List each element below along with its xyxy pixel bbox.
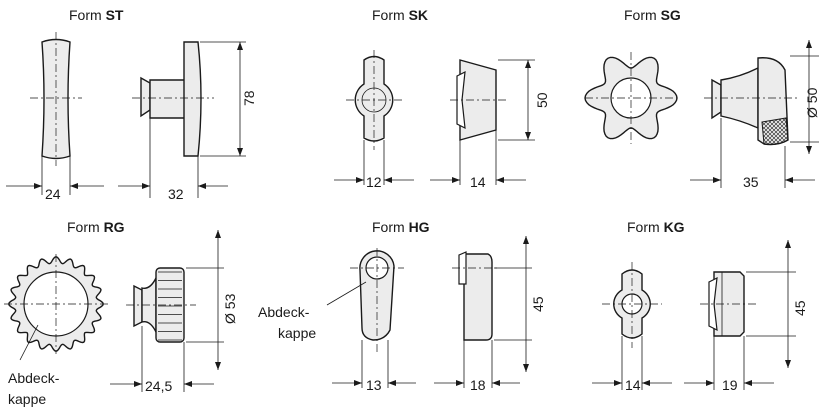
form-st-code: ST — [106, 7, 124, 23]
form-sk: Form SK 12 14 50 — [334, 7, 550, 190]
form-rg: Form RG Abdeck- kappe 24,5 Ø 53 — [4, 219, 238, 407]
form-sk-width-a: 12 — [366, 174, 382, 190]
form-st-side-view-bushing — [140, 76, 151, 118]
form-kg-code: KG — [664, 219, 685, 235]
form-st-side-view-handle — [183, 41, 202, 157]
form-hg-callout-line1: Abdeck- — [258, 304, 310, 320]
form-hg-width-a: 13 — [366, 377, 382, 393]
form-hg-code: HG — [409, 219, 430, 235]
form-st-width-b: 32 — [168, 186, 184, 202]
form-sg-title: Form SG — [624, 7, 681, 23]
form-hg-prefix: Form — [372, 219, 409, 235]
form-sk-prefix: Form — [372, 7, 409, 23]
form-sg-prefix: Form — [624, 7, 661, 23]
form-hg-width-b: 18 — [470, 377, 486, 393]
form-st-title: Form ST — [69, 7, 124, 23]
form-rg-width-b: 24,5 — [145, 378, 172, 394]
form-sk-code: SK — [409, 7, 428, 23]
form-sg-side-view-bushing — [711, 78, 722, 120]
form-st-width-a: 24 — [45, 186, 61, 202]
form-st-prefix: Form — [69, 7, 106, 23]
form-st: Form ST 24 32 78 — [6, 7, 257, 202]
form-hg-callout-line2: kappe — [278, 325, 316, 341]
form-sk-height: 50 — [534, 92, 550, 108]
form-kg-width-b: 19 — [722, 377, 738, 393]
form-sk-width-b: 14 — [470, 174, 486, 190]
form-sg-code: SG — [661, 7, 681, 23]
form-kg-title: Form KG — [627, 219, 685, 235]
form-kg-prefix: Form — [627, 219, 664, 235]
form-rg-prefix: Form — [67, 219, 104, 235]
form-rg-code: RG — [104, 219, 125, 235]
form-kg: Form KG 14 19 45 — [592, 219, 808, 393]
form-rg-side-view-bushing — [133, 284, 143, 328]
form-rg-callout-line2: kappe — [8, 391, 46, 407]
form-kg-height: 45 — [792, 300, 808, 316]
form-hg-side-view — [463, 253, 493, 341]
form-hg: Form HG Abdeck- kappe 13 18 45 — [258, 219, 546, 393]
form-rg-height: Ø 53 — [222, 293, 238, 324]
form-rg-title: Form RG — [67, 219, 125, 235]
form-st-height: 78 — [241, 90, 257, 106]
form-sg: Form SG 35 Ø 50 — [584, 7, 819, 190]
form-sg-width-b: 35 — [743, 174, 759, 190]
form-sg-height: Ø 50 — [804, 87, 819, 118]
form-sk-title: Form SK — [372, 7, 428, 23]
form-hg-title: Form HG — [372, 219, 430, 235]
form-rg-callout-line1: Abdeck- — [8, 370, 60, 386]
form-kg-width-a: 14 — [625, 377, 641, 393]
form-hg-height: 45 — [530, 296, 546, 312]
